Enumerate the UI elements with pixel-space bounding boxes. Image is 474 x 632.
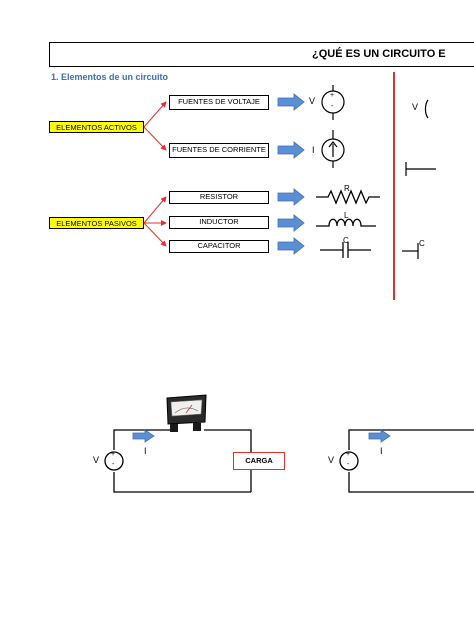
arrow-current <box>277 141 305 159</box>
circuit-1 <box>104 429 252 493</box>
circuit-1-current-arrow <box>132 429 155 443</box>
circuit-2-minus: - <box>347 461 350 468</box>
voltage-source-box: FUENTES DE VOLTAJE <box>169 95 269 110</box>
resistor-label: R <box>344 184 350 193</box>
circuit-1-plus: + <box>111 451 116 458</box>
active-elements-box: ELEMENTOS ACTIVOS <box>49 121 144 133</box>
circuit-2-current-label: I <box>380 446 383 456</box>
circuit-1-minus: - <box>112 461 115 468</box>
current-source-box: FUENTES DE CORRIENTE <box>169 143 269 158</box>
voltage-source-symbol <box>321 85 345 120</box>
page-title: ¿QUÉ ES UN CIRCUITO E <box>312 48 446 60</box>
branch-lines <box>143 101 167 247</box>
right-voltage-label: V <box>412 102 419 112</box>
circuit-2-current-arrow <box>368 429 391 443</box>
voltage-label: V <box>309 96 316 106</box>
circuit-2-voltage-label: V <box>328 455 335 465</box>
load-box: CARGA <box>233 452 285 470</box>
circuit-1-voltage-label: V <box>93 455 100 465</box>
arrow-voltage <box>277 93 305 111</box>
arrow-capacitor <box>277 237 305 255</box>
voltage-plus: + <box>330 92 335 99</box>
resistor-symbol <box>316 189 380 205</box>
blue-arrows <box>277 93 305 255</box>
meter-icon <box>166 394 207 432</box>
capacitor-symbol <box>320 242 371 258</box>
passive-elements-box: ELEMENTOS PASIVOS <box>49 217 144 229</box>
inductor-symbol <box>316 218 376 227</box>
right-partial-symbols <box>402 99 436 259</box>
inductor-label: L <box>344 211 349 220</box>
circuit-2-plus: + <box>346 451 351 458</box>
voltage-minus: - <box>331 103 334 110</box>
circuit-2 <box>339 429 474 493</box>
circuit-1-current-label: I <box>144 446 147 456</box>
title-box: ¿QUÉ ES UN CIRCUITO E <box>49 42 474 67</box>
inductor-box: INDUCTOR <box>169 216 269 229</box>
right-capacitor-label: C <box>419 239 425 248</box>
current-source-symbol <box>321 130 345 168</box>
arrow-inductor <box>277 214 305 232</box>
arrow-resistor <box>277 188 305 206</box>
capacitor-label: C <box>343 236 349 245</box>
capacitor-box: CAPACITOR <box>169 240 269 253</box>
section-title: 1. Elementos de un circuito <box>51 72 169 82</box>
resistor-box: RESISTOR <box>169 191 269 204</box>
current-label: I <box>312 145 315 155</box>
